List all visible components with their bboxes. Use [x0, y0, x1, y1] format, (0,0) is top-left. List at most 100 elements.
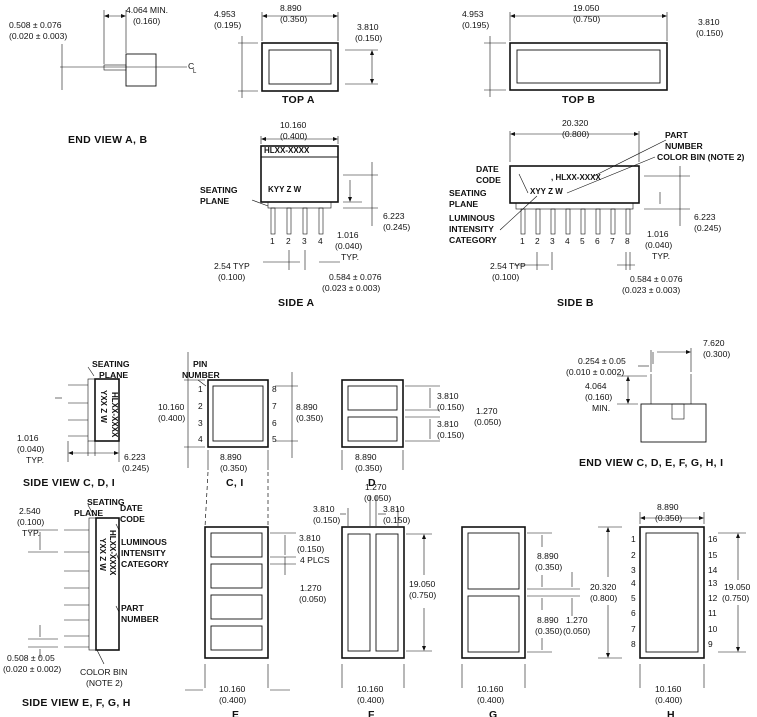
front-view-d: 3.810 (0.150) 1.270 (0.050) 3.810 (0.150…	[341, 379, 501, 489]
h-body	[639, 526, 705, 659]
svg-text:1: 1	[631, 534, 636, 544]
g-body	[461, 526, 526, 659]
svg-text:CODE: CODE	[120, 514, 145, 524]
svg-text:4: 4	[198, 434, 203, 444]
g-caption: G	[489, 709, 497, 717]
svg-text:2.54 TYP: 2.54 TYP	[214, 261, 250, 271]
top-b-body	[509, 42, 668, 91]
svg-text:3.810: 3.810	[698, 17, 720, 27]
e-segment-4	[210, 625, 263, 651]
svg-text:COLOR BIN: COLOR BIN	[80, 667, 127, 677]
svg-text:PLANE: PLANE	[200, 196, 229, 206]
svg-text:9: 9	[708, 639, 713, 649]
svg-text:3.810: 3.810	[313, 504, 335, 514]
svg-text:(0.400): (0.400)	[158, 413, 185, 423]
svg-text:6.223: 6.223	[124, 452, 146, 462]
svg-text:8.890: 8.890	[280, 3, 302, 13]
top-b-caption: TOP B	[562, 94, 595, 106]
svg-text:(0.040): (0.040)	[645, 240, 672, 250]
svg-text:TYP.: TYP.	[26, 455, 44, 465]
front-view-g: 8.890 (0.350) 8.890 (0.350) 1.270 (0.050…	[461, 526, 590, 717]
svg-text:(0.050): (0.050)	[364, 493, 391, 503]
g-segment-top	[467, 532, 520, 590]
svg-text:HLXX-XXXX: HLXX-XXXX	[110, 392, 119, 438]
svg-text:1.270: 1.270	[566, 615, 588, 625]
svg-text:0.254 ± 0.05: 0.254 ± 0.05	[578, 356, 626, 366]
svg-text:(0.350): (0.350)	[535, 626, 562, 636]
svg-text:3.810: 3.810	[299, 533, 321, 543]
d-segment-top	[347, 385, 398, 411]
svg-text:4: 4	[318, 236, 323, 246]
svg-text:4: 4	[631, 578, 636, 588]
svg-text:TYP.: TYP.	[22, 528, 40, 538]
svg-text:(0.750): (0.750)	[573, 14, 600, 24]
svg-text:TYP.: TYP.	[652, 251, 670, 261]
svg-text:(0.300): (0.300)	[703, 349, 730, 359]
svg-text:8.890: 8.890	[537, 551, 559, 561]
svg-text:7: 7	[272, 401, 277, 411]
svg-text:8.890: 8.890	[657, 502, 679, 512]
svg-text:12: 12	[708, 593, 718, 603]
svg-text:PIN: PIN	[193, 359, 207, 369]
svg-text:(0.150): (0.150)	[437, 430, 464, 440]
svg-text:CODE: CODE	[476, 175, 501, 185]
svg-text:0.584 ± 0.076: 0.584 ± 0.076	[630, 274, 683, 284]
svg-text:(0.195): (0.195)	[462, 20, 489, 30]
svg-text:8: 8	[272, 384, 277, 394]
svg-text:DATE: DATE	[120, 503, 143, 513]
svg-text:INTENSITY: INTENSITY	[449, 224, 494, 234]
side-efgh-caption: SIDE VIEW E, F, G, H	[22, 697, 131, 709]
svg-text:COLOR BIN (NOTE 2): COLOR BIN (NOTE 2)	[657, 152, 745, 162]
svg-text:2: 2	[198, 401, 203, 411]
ci-segment	[212, 385, 264, 442]
svg-text:2.54 TYP: 2.54 TYP	[490, 261, 526, 271]
end-view-lead	[103, 64, 127, 71]
svg-text:PLANE: PLANE	[99, 370, 128, 380]
side-b-leads	[520, 208, 631, 235]
side-a-part-mark: HLXX-XXXX	[264, 146, 310, 155]
svg-text:6: 6	[631, 608, 636, 618]
front-view-e: 3.810 (0.150) 4 PLCS 1.270 (0.050) 10.16…	[185, 526, 330, 717]
svg-text:1.270: 1.270	[300, 583, 322, 593]
svg-text:0.508 ± 0.05: 0.508 ± 0.05	[7, 653, 55, 663]
top-a-window	[268, 49, 332, 85]
svg-text:3.810: 3.810	[437, 391, 459, 401]
svg-text:2: 2	[631, 550, 636, 560]
e-segment-3	[210, 594, 263, 620]
svg-text:MIN.: MIN.	[592, 403, 610, 413]
svg-text:15: 15	[708, 550, 718, 560]
svg-text:10.160: 10.160	[280, 120, 307, 130]
svg-text:20.320: 20.320	[562, 118, 589, 128]
svg-text:(0.150): (0.150)	[437, 402, 464, 412]
svg-text:(0.400): (0.400)	[477, 695, 504, 705]
d-caption: D	[368, 477, 376, 489]
svg-text:8.890: 8.890	[220, 452, 242, 462]
svg-text:(0.195): (0.195)	[214, 20, 241, 30]
svg-text:(0.150): (0.150)	[313, 515, 340, 525]
svg-text:4.064: 4.064	[585, 381, 607, 391]
svg-text:SEATING: SEATING	[92, 359, 130, 369]
svg-text:1: 1	[270, 236, 275, 246]
svg-text:(0.050): (0.050)	[563, 626, 590, 636]
end-view-c-body	[640, 403, 707, 443]
svg-text:(0.245): (0.245)	[694, 223, 721, 233]
svg-text:(0.800): (0.800)	[562, 129, 589, 139]
lead-min-mm: 4.064 MIN.	[126, 5, 168, 15]
svg-text:(0.800): (0.800)	[590, 593, 617, 603]
svg-text:1.270: 1.270	[476, 406, 498, 416]
svg-text:(0.400): (0.400)	[219, 695, 246, 705]
svg-text:(0.245): (0.245)	[383, 222, 410, 232]
centerline-symbol: C	[188, 61, 194, 71]
svg-text:(0.040): (0.040)	[17, 444, 44, 454]
e-segment-2	[210, 563, 263, 589]
svg-text:HLXX-XXXX: HLXX-XXXX	[108, 530, 117, 576]
svg-text:10.160: 10.160	[219, 684, 246, 694]
svg-text:8: 8	[631, 639, 636, 649]
svg-text:3: 3	[302, 236, 307, 246]
side-cdi-caption: SIDE VIEW C, D, I	[23, 477, 115, 489]
lead-tol-in: (0.020 ± 0.003)	[9, 31, 67, 41]
svg-text:PART: PART	[121, 603, 145, 613]
svg-text:NUMBER: NUMBER	[121, 614, 160, 624]
side-a-leads	[270, 207, 324, 235]
svg-text:YXX Z W: YXX Z W	[99, 390, 108, 423]
